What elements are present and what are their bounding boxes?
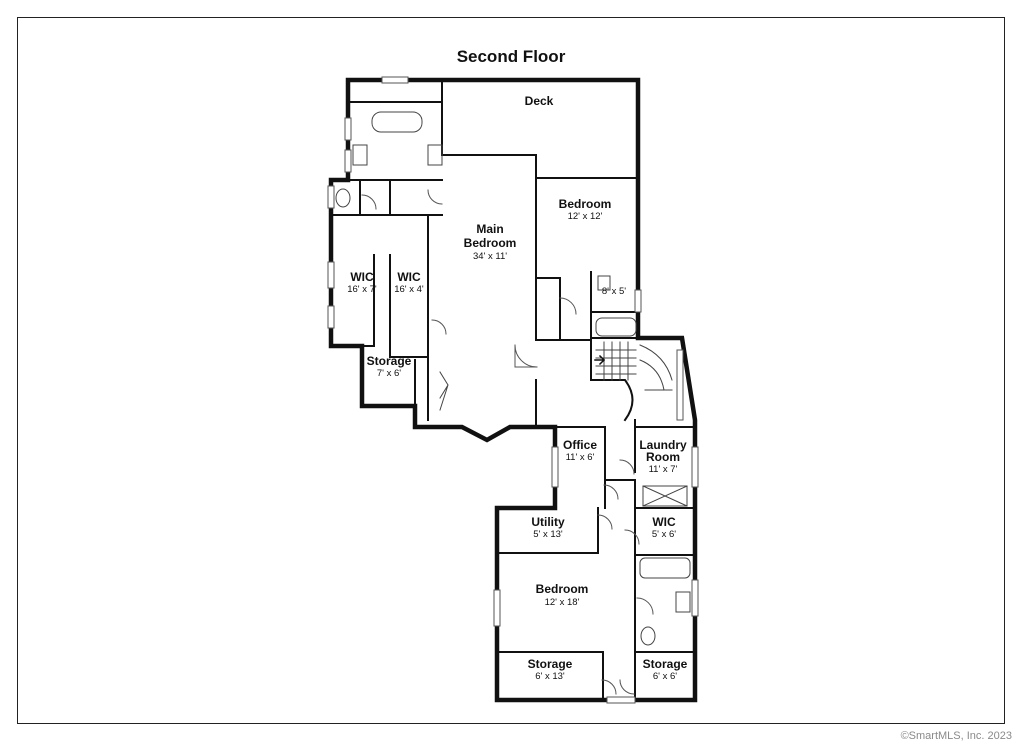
storage-se-label: Storage bbox=[643, 657, 688, 671]
wic-1-label: WIC bbox=[350, 270, 374, 284]
bedroom-s-label: Bedroom bbox=[536, 582, 589, 596]
wic-3-label: WIC bbox=[652, 515, 676, 529]
wic-2-dim: 16' x 4' bbox=[394, 284, 424, 295]
wic-1-dim: 16' x 7' bbox=[347, 284, 377, 295]
exterior-walls bbox=[328, 77, 698, 703]
office-label: Office bbox=[563, 438, 597, 452]
wic-3-dim: 5' x 6' bbox=[652, 529, 676, 540]
bath-ne-dim: 8' x 5' bbox=[602, 286, 626, 297]
deck-label: Deck bbox=[525, 94, 554, 108]
stair-arrow-icon bbox=[594, 354, 606, 366]
bedroom-s-dim: 12' x 18' bbox=[545, 597, 580, 608]
windows bbox=[327, 76, 699, 704]
fixtures bbox=[335, 111, 691, 646]
wic-2-label: WIC bbox=[397, 270, 421, 284]
main-bedroom-dim: 34' x 11' bbox=[473, 251, 507, 262]
storage-se-dim: 6' x 6' bbox=[653, 671, 677, 682]
office-dim: 11' x 6' bbox=[566, 452, 595, 463]
interior-walls bbox=[330, 79, 696, 701]
laundry-label-1: Laundry bbox=[639, 438, 687, 452]
storage-sw-label: Storage bbox=[528, 657, 573, 671]
laundry-label-2: Room bbox=[646, 450, 680, 464]
main-bedroom-label-2: Bedroom bbox=[464, 236, 517, 250]
door-swings bbox=[361, 189, 654, 695]
copyright-notice: ©SmartMLS, Inc. 2023 bbox=[900, 730, 1012, 742]
laundry-dim: 11' x 7' bbox=[649, 464, 678, 475]
drawing-frame bbox=[17, 17, 1005, 724]
bedroom-ne-label: Bedroom bbox=[559, 197, 612, 211]
utility-dim: 5' x 13' bbox=[533, 529, 563, 540]
plan-title: Second Floor bbox=[457, 47, 566, 66]
storage-w-dim: 7' x 6' bbox=[377, 368, 401, 379]
bedroom-ne-dim: 12' x 12' bbox=[568, 211, 603, 222]
main-bedroom-label-1: Main bbox=[476, 222, 503, 236]
utility-label: Utility bbox=[531, 515, 565, 529]
storage-w-label: Storage bbox=[367, 354, 412, 368]
storage-sw-dim: 6' x 13' bbox=[535, 671, 565, 682]
